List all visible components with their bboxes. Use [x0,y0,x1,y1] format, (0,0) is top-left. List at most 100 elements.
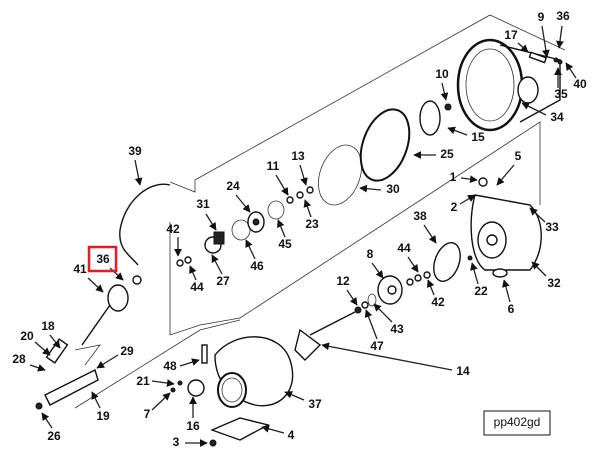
part-callout[interactable]: 34 [550,110,564,124]
reference-code: pp402gd [494,415,541,429]
leader-arrow [470,262,479,285]
leader-arrow [517,42,529,53]
part-callout[interactable]: 30 [386,182,400,196]
part-callout[interactable]: 27 [216,274,230,288]
part-callout[interactable]: 8 [367,247,374,261]
part-callout[interactable]: 5 [515,149,522,163]
leader-arrow [275,174,289,196]
part-callout[interactable]: 15 [471,130,485,144]
part-callout[interactable]: 38 [413,209,427,223]
leader-arrow [447,126,468,136]
part-callout[interactable]: 22 [474,284,488,298]
part-callout[interactable]: 1 [450,170,457,184]
part-callout[interactable]: 44 [190,280,204,294]
part-callout[interactable]: 9 [538,10,545,24]
part-callout[interactable]: 43 [390,322,404,336]
leader-arrow [235,194,251,213]
leader-arrow [151,392,171,411]
part-callout[interactable]: 31 [196,197,210,211]
part-callout[interactable]: 18 [41,319,55,333]
leader-arrow [211,254,223,275]
leader-arrow [91,391,101,409]
part-callout[interactable]: 2 [451,200,458,214]
leader-arrow [460,175,478,183]
leader-arrow [565,62,577,79]
part-callout[interactable]: 32 [547,276,561,290]
part-callout[interactable]: 29 [120,344,134,358]
leader-arrow [299,164,308,186]
part-callout[interactable]: 46 [250,259,264,273]
part-callout[interactable]: 47 [370,339,384,353]
leader-arrow [34,341,51,356]
part-callout[interactable]: 6 [508,302,515,316]
leader-arrow [189,265,197,281]
part-callout[interactable]: 33 [545,220,559,234]
leader-arrow [459,194,476,205]
leader-arrow [556,25,564,49]
part-callout[interactable]: 3 [173,435,180,449]
leader-arrow [440,82,449,101]
leader-arrow [87,277,104,293]
leader-arrow [426,279,435,296]
part-callout[interactable]: 28 [12,352,26,366]
wastegate-actuator-hose [35,183,171,410]
part-callout[interactable]: 17 [504,28,518,42]
leader-arrow [179,358,200,367]
leader-arrow [359,184,382,193]
part-callout[interactable]: 39 [128,144,142,158]
part-callout[interactable]: 11 [267,159,280,173]
part-callout[interactable]: 20 [20,329,34,343]
leader-arrow [346,289,358,306]
leader-arrow [41,412,53,429]
reference-code-box: pp402gd [483,410,551,436]
leader-arrow [321,342,453,371]
part-callout[interactable]: 19 [96,409,110,423]
leader-arrow [423,224,437,244]
part-callout[interactable]: 16 [186,419,200,433]
part-callout[interactable]: 25 [440,147,454,161]
assembly-outlines [74,14,566,409]
part-callout[interactable]: 37 [308,397,322,411]
leader-arrow [373,303,393,323]
part-callout[interactable]: 10 [435,67,449,81]
leader-arrows [29,25,577,447]
part-callout[interactable]: 41 [73,262,87,276]
part-callout[interactable]: 40 [573,77,587,91]
leader-arrow [49,334,61,349]
leader-arrow [531,261,547,277]
part-callout[interactable]: 26 [47,429,61,443]
callout-highlighted[interactable]: 36 [96,252,110,266]
leader-arrow [151,379,175,387]
part-callout[interactable]: 45 [278,237,292,251]
leader-arrow [96,354,119,369]
part-callout[interactable]: 44 [397,241,411,255]
leader-arrow [364,309,378,340]
part-callout[interactable]: 23 [305,217,319,231]
part-callout[interactable]: 12 [336,274,350,288]
part-callout[interactable]: 14 [456,364,470,378]
part-callout[interactable]: 21 [136,374,150,388]
leader-arrow [371,262,384,279]
part-callout[interactable]: 24 [226,179,240,193]
leader-arrow [261,425,285,434]
leader-arrow [521,102,547,116]
part-callout[interactable]: 42 [166,222,180,236]
bearing-housing-parts [294,177,542,361]
part-callout[interactable]: 7 [144,407,151,421]
part-callout[interactable]: 36 [556,9,570,23]
leader-arrow [205,213,217,231]
turbine-housing-parts [170,336,294,447]
leader-arrow [502,279,511,303]
part-callout[interactable]: 4 [288,428,295,442]
leader-arrow [529,207,546,223]
leader-arrow [284,391,305,401]
leader-arrow [496,164,515,186]
leader-arrow [407,256,419,273]
leader-arrow [303,199,312,218]
part-callout[interactable]: 48 [163,359,177,373]
part-callout[interactable]: 42 [431,295,445,309]
part-callout[interactable]: 13 [291,149,305,163]
part-callout[interactable]: 35 [554,87,568,101]
